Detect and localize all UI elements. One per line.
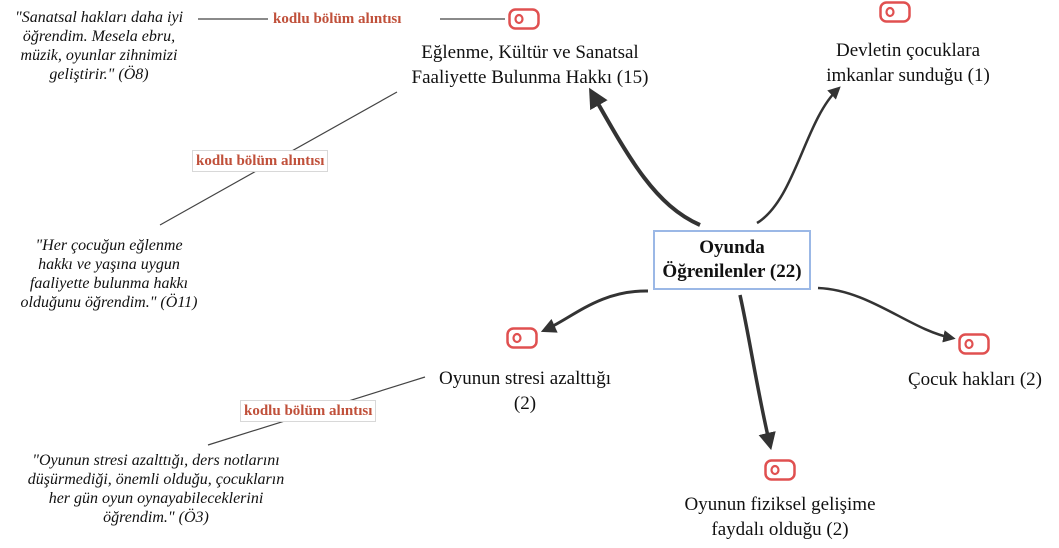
node-cocuk-line1: Çocuk hakları (2) xyxy=(907,369,1042,390)
code-icon[interactable] xyxy=(764,459,796,481)
node-cocuk[interactable]: Çocuk hakları (2) xyxy=(890,367,1059,392)
code-icon[interactable] xyxy=(508,8,540,30)
node-fiziksel-line1: Oyunun fiziksel gelişime xyxy=(684,494,876,515)
code-icon[interactable] xyxy=(958,333,990,355)
central-node-count: Öğrenilenler (22) xyxy=(662,261,802,282)
quote-line: faaliyette bulunma hakkı xyxy=(29,275,189,292)
node-stres[interactable]: Oyunun stresi azalttığı (2) xyxy=(415,366,635,416)
node-fiziksel-line2: faydalı olduğu (2) xyxy=(711,519,849,540)
quote-o3: "Oyunun stresi azalttığı, ders notlarını… xyxy=(0,451,312,527)
arrow-to-stres xyxy=(540,289,649,333)
arrow-to-devlet xyxy=(756,86,841,225)
code-icon[interactable] xyxy=(506,327,538,349)
node-fiziksel[interactable]: Oyunun fiziksel gelişime faydalı olduğu … xyxy=(660,492,900,542)
arrow-to-eglenme xyxy=(589,87,701,227)
quote-o8: "Sanatsal hakları daha iyi öğrendim. Mes… xyxy=(0,8,198,84)
quote-line: "Oyunun stresi azalttığı, ders notlarını xyxy=(32,452,280,469)
quote-o11: "Her çocuğun eğlenme hakkı ve yaşına uyg… xyxy=(0,236,218,312)
arrow-to-fiziksel xyxy=(738,294,776,451)
quote-line: düşürmediği, önemli olduğu, çocukların xyxy=(27,471,285,488)
quote-line: "Sanatsal hakları daha iyi xyxy=(14,9,184,26)
node-stres-line2: (2) xyxy=(513,393,537,414)
arrow-to-cocuk xyxy=(817,286,956,343)
node-devlet[interactable]: Devletin çocuklara imkanlar sunduğu (1) xyxy=(798,38,1018,88)
quote-line: öğrendim." (Ö3) xyxy=(103,509,209,526)
code-icon[interactable] xyxy=(879,1,911,23)
node-devlet-line2: imkanlar sunduğu (1) xyxy=(826,65,990,86)
quote-line: öğrendim. Mesela ebru, xyxy=(22,28,176,45)
quote-line: müzik, oyunlar zihnimizi xyxy=(20,47,178,64)
coded-segment-tag[interactable]: kodlu bölüm alıntısı xyxy=(240,400,377,422)
node-stres-line1: Oyunun stresi azalttığı xyxy=(438,368,612,389)
node-eglenme-line2: Faaliyette Bulunma Hakkı (15) xyxy=(411,67,649,88)
coded-segment-tag[interactable]: kodlu bölüm alıntısı xyxy=(192,150,329,172)
quote-line: geliştirir." (Ö8) xyxy=(49,66,149,83)
node-devlet-line1: Devletin çocuklara xyxy=(835,40,980,61)
node-eglenme[interactable]: Eğlenme, Kültür ve Sanatsal Faaliyette B… xyxy=(395,40,665,90)
quote-line: her gün oyun oynayabileceklerini xyxy=(48,490,264,507)
quote-line: olduğunu öğrendim." (Ö11) xyxy=(20,294,198,311)
central-node[interactable]: Oyunda Öğrenilenler (22) xyxy=(653,230,811,290)
quote-line: "Her çocuğun eğlenme xyxy=(35,237,183,254)
central-node-title: Oyunda xyxy=(699,237,765,258)
quote-line: hakkı ve yaşına uygun xyxy=(38,256,180,273)
node-eglenme-line1: Eğlenme, Kültür ve Sanatsal xyxy=(421,42,639,63)
coded-segment-tag[interactable]: kodlu bölüm alıntısı xyxy=(270,9,405,29)
